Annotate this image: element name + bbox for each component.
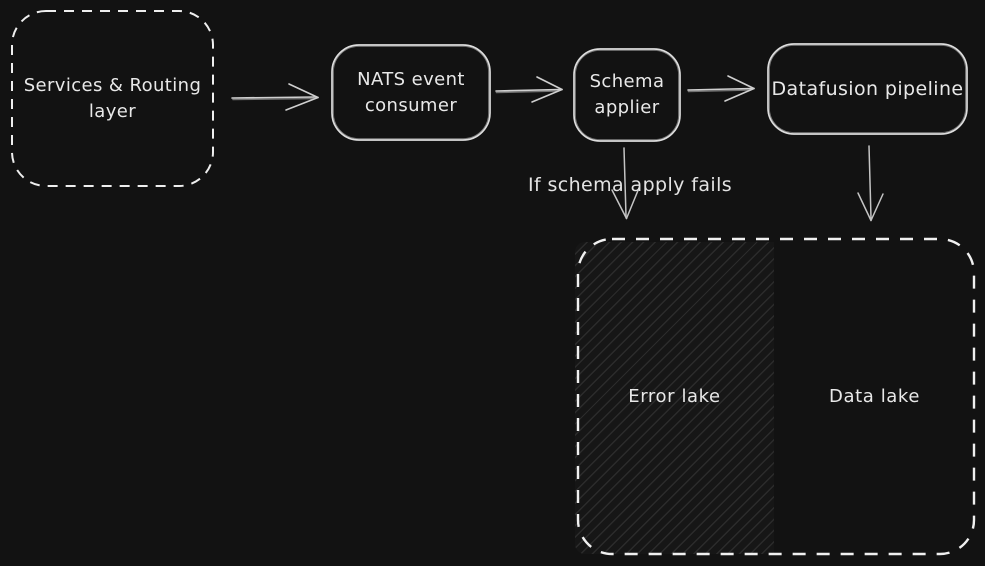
node-datafusion-pipeline-box[interactable] [767, 43, 968, 135]
node-services-routing-layer-box[interactable] [11, 10, 214, 187]
arrow-nats-to-schema[interactable] [495, 76, 563, 103]
arrow-services-to-nats[interactable] [231, 83, 319, 111]
arrow-schema-to-error-lake[interactable] [611, 147, 640, 220]
arrow-schema-to-datafusion[interactable] [687, 75, 755, 102]
error-lake-hatch-fill [575, 242, 774, 554]
node-nats-event-consumer-box[interactable] [331, 44, 491, 141]
node-lake-group-box[interactable] [576, 237, 976, 556]
node-schema-applier-box[interactable] [573, 48, 681, 142]
arrow-datafusion-to-data-lake[interactable] [857, 145, 884, 222]
